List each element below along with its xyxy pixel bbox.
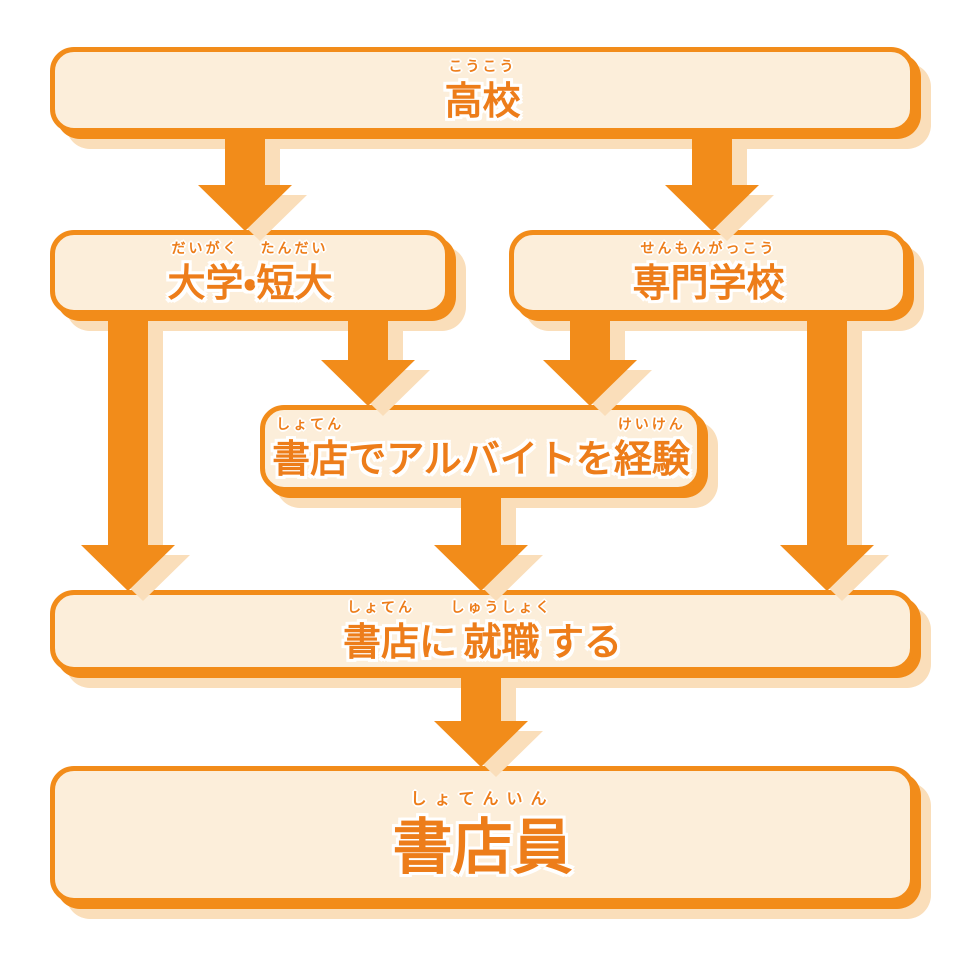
arrow-vocational-to-parttime [543,320,637,406]
arrow-vocational-to-employment-shadow [795,330,889,601]
node-bookstore-parttime-label: 書店 しょてんでアルバイトを経験 けいけん [272,417,690,480]
furigana: たんだい [256,241,333,258]
furigana: しょてん [342,599,419,616]
node-text: ・ [243,261,257,306]
node-text: 短大 [256,261,333,306]
arrow-university-to-employment-shadow [96,330,190,601]
arrow-university-to-parttime [321,320,415,406]
arrow-employment-to-clerk [434,678,528,767]
arrow-highschool-to-vocational-shadow [680,149,774,241]
arrow-highschool-to-vocational [665,139,759,231]
arrow-highschool-to-university [198,139,292,231]
furigana: けいけん [613,417,690,434]
node-university-juniorcollege-label: 大学 だいがく・短大 たんだい [168,241,333,304]
node-text: する [546,619,623,664]
node-text: 書店員 [392,813,573,883]
node-highschool-label: 高校こうこう [444,59,520,122]
node-text: 就職 [450,619,553,664]
furigana: だいがく [167,241,244,258]
arrow-university-to-parttime-shadow [336,330,430,416]
furigana: しゅうしょく [450,599,553,616]
node-bookstore-parttime: 書店 しょてんでアルバイトを経験 けいけん [260,405,702,492]
node-text: 書店 [272,437,349,482]
node-text: でアルバイトを [348,437,614,482]
node-text: に [418,619,457,664]
node-vocational-school-label: 専門学校 せんもんがっこう [632,241,784,304]
node-highschool: 高校こうこう [50,47,915,133]
arrow-parttime-to-employment [434,498,528,591]
furigana: こうこう [444,58,521,75]
arrow-vocational-to-parttime-shadow [558,330,652,416]
node-bookstore-clerk-label: 書店員しょてんいん [393,789,573,880]
arrow-university-to-employment [81,320,175,591]
node-university-juniorcollege: 大学 だいがく・短大 たんだい [50,230,450,315]
node-text: 経験 [613,437,690,482]
node-text: 書店 [342,619,419,664]
node-bookstore-clerk: 書店員しょてんいん [50,766,915,903]
node-text: 大学 [167,261,244,306]
node-bookstore-employment: 書店 しょてんに就職 しゅうしょくする [50,590,915,672]
furigana: しょてんいん [392,789,573,808]
node-text: 専門学校 [632,261,785,306]
arrow-vocational-to-employment [780,320,874,591]
arrow-employment-to-clerk-shadow [449,688,543,777]
furigana: せんもんがっこう [632,241,785,258]
node-text: 高校 [444,78,521,123]
node-vocational-school: 専門学校 せんもんがっこう [509,230,908,315]
node-bookstore-employment-label: 書店 しょてんに就職 しゅうしょくする [343,600,622,663]
arrow-highschool-to-university-shadow [213,149,307,241]
furigana: しょてん [272,417,349,434]
arrow-parttime-to-employment-shadow [449,508,543,601]
